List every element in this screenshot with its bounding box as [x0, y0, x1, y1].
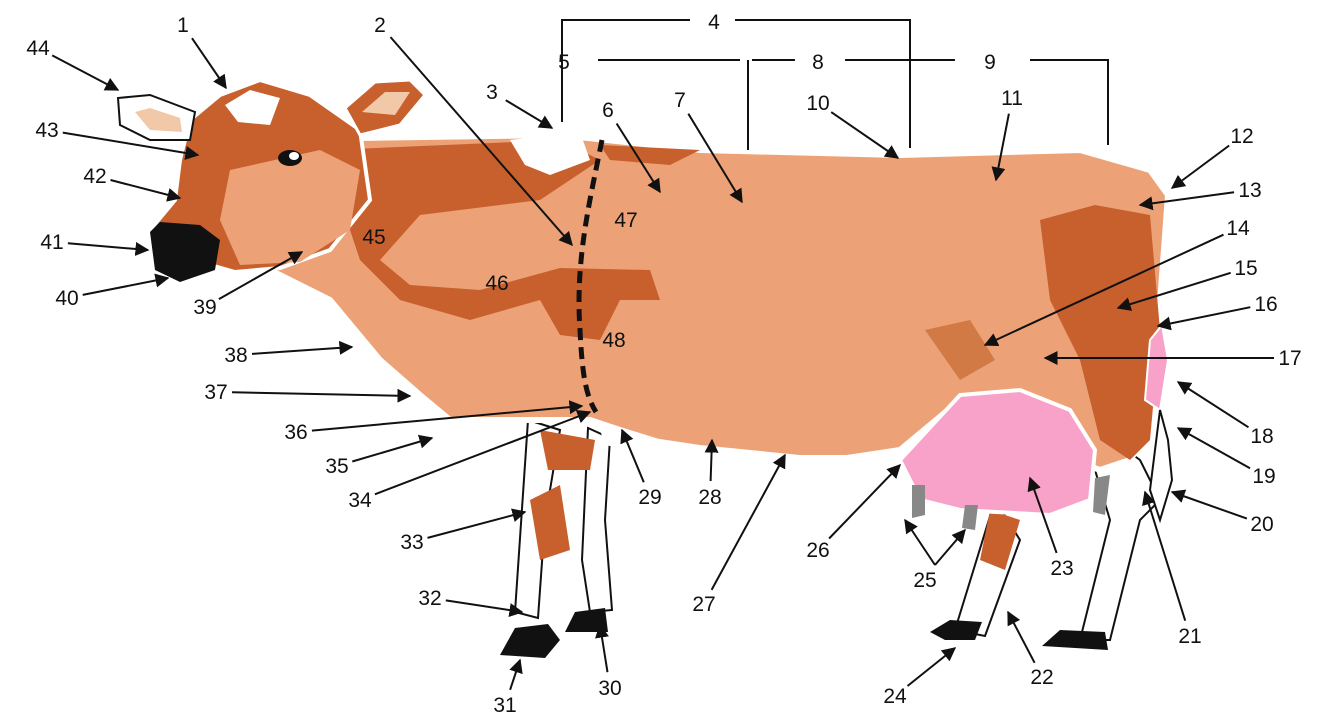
- part-label-48: 48: [602, 329, 625, 352]
- part-label-16: 16: [1254, 293, 1277, 316]
- part-label-24: 24: [883, 685, 907, 708]
- part-label-43: 43: [35, 119, 58, 142]
- leader-line-30: [600, 625, 608, 672]
- part-label-39: 39: [193, 296, 216, 319]
- part-label-30: 30: [598, 677, 621, 700]
- leader-line-40: [83, 278, 168, 295]
- part-label-25: 25: [913, 569, 936, 592]
- part-label-3: 3: [486, 81, 498, 104]
- part-label-36: 36: [284, 421, 307, 444]
- part-label-27: 27: [692, 593, 715, 616]
- part-label-14: 14: [1226, 217, 1250, 240]
- part-label-23: 23: [1050, 557, 1073, 580]
- part-label-21: 21: [1178, 625, 1201, 648]
- part-label-47: 47: [614, 209, 637, 232]
- leader-line-16: [1158, 307, 1250, 326]
- leader-line-3: [506, 100, 552, 128]
- leader-line-25-1: [935, 530, 965, 565]
- part-label-44: 44: [26, 37, 50, 60]
- leader-line-41: [68, 243, 148, 250]
- part-label-9: 9: [984, 51, 996, 74]
- part-label-2: 2: [374, 14, 386, 37]
- hoof-hind-right: [1042, 630, 1108, 650]
- leader-line-35: [352, 438, 432, 462]
- teat-1: [912, 485, 925, 518]
- leader-line-42: [111, 180, 181, 198]
- leader-line-37: [232, 392, 410, 396]
- part-label-26: 26: [806, 539, 829, 562]
- part-label-15: 15: [1234, 257, 1257, 280]
- leader-line-33: [428, 512, 526, 538]
- part-label-45: 45: [362, 226, 385, 249]
- leader-line-1: [192, 38, 226, 88]
- hind-leg-left-patch: [980, 510, 1020, 570]
- leader-line-21: [1145, 492, 1185, 621]
- part-label-28: 28: [698, 486, 721, 509]
- leader-line-28: [711, 440, 712, 481]
- part-label-41: 41: [40, 231, 63, 254]
- leader-line-22: [1008, 612, 1035, 663]
- hoof-hind-left: [930, 620, 982, 640]
- part-label-38: 38: [224, 344, 247, 367]
- part-label-40: 40: [55, 287, 78, 310]
- part-label-11: 11: [1001, 87, 1023, 110]
- leader-line-38: [252, 347, 352, 354]
- part-label-34: 34: [348, 489, 372, 512]
- part-label-13: 13: [1238, 179, 1261, 202]
- part-label-31: 31: [493, 694, 516, 717]
- part-label-17: 17: [1278, 347, 1301, 370]
- part-label-18: 18: [1250, 425, 1273, 448]
- eye-highlight: [289, 152, 299, 160]
- leader-line-12: [1172, 146, 1229, 189]
- leader-line-31: [510, 660, 520, 690]
- part-label-42: 42: [83, 165, 106, 188]
- part-label-37: 37: [204, 381, 227, 404]
- part-label-19: 19: [1252, 465, 1275, 488]
- leader-line-20: [1172, 492, 1247, 519]
- leader-line-18: [1178, 382, 1249, 427]
- part-label-10: 10: [806, 92, 829, 115]
- part-label-22: 22: [1030, 666, 1053, 689]
- part-label-5: 5: [558, 51, 570, 74]
- part-label-20: 20: [1250, 513, 1273, 536]
- part-label-46: 46: [485, 272, 508, 295]
- leader-line-27: [712, 455, 785, 590]
- part-label-8: 8: [812, 51, 824, 74]
- part-label-12: 12: [1230, 125, 1253, 148]
- part-label-4: 4: [708, 11, 720, 34]
- leader-line-25-2: [905, 520, 935, 565]
- leader-line-26: [829, 465, 900, 539]
- part-label-1: 1: [177, 14, 189, 37]
- bracket-9: [845, 60, 1108, 145]
- leader-line-44: [52, 55, 118, 90]
- leader-line-19: [1178, 428, 1250, 468]
- part-label-7: 7: [674, 89, 686, 112]
- leader-line-32: [446, 600, 522, 612]
- part-label-33: 33: [400, 531, 423, 554]
- hoof-front-left: [500, 624, 560, 658]
- part-label-29: 29: [638, 486, 661, 509]
- part-label-35: 35: [325, 455, 348, 478]
- part-label-6: 6: [602, 99, 614, 122]
- leader-line-24: [908, 648, 956, 686]
- bracket-5-8: [598, 60, 795, 150]
- part-label-32: 32: [418, 587, 441, 610]
- bracket-4: [562, 20, 910, 148]
